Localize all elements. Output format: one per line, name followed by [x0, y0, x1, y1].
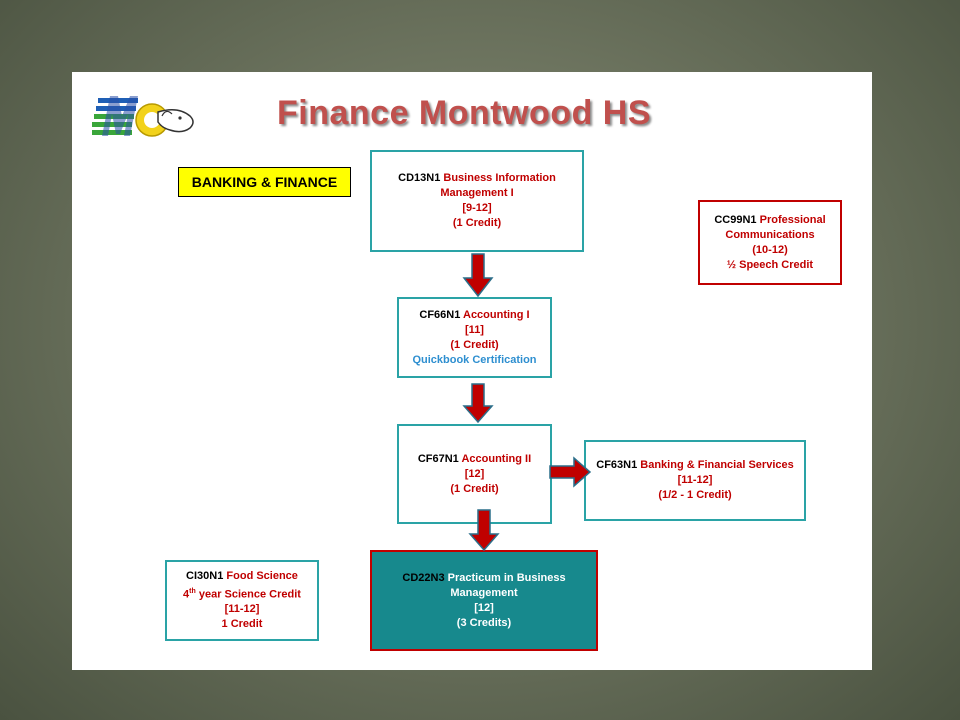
arrow-down-2 [462, 383, 494, 424]
course-grade: [12] [474, 601, 494, 614]
course-name: Accounting II [461, 452, 532, 465]
course-science-credit: 4th year Science Credit [183, 587, 301, 601]
course-code: CD13N1 [398, 172, 441, 184]
cluster-label: BANKING & FINANCE [178, 167, 351, 197]
course-box-bim1: CD13N1 Business Information Management I… [370, 150, 584, 252]
course-grade: (10-12) [752, 243, 788, 256]
course-name-cont: Management [450, 586, 518, 599]
arrow-down-1 [462, 253, 494, 298]
course-credit: (1/2 - 1 Credit) [658, 489, 732, 501]
course-grade: [11-12] [677, 474, 713, 486]
course-name: Business Information [443, 172, 556, 184]
course-code: CI30N1 [186, 569, 224, 582]
flow-arrows [462, 253, 592, 552]
course-box-bfs: CF63N1 Banking & Financial Services [11-… [584, 440, 806, 521]
course-credit: (3 Credits) [456, 616, 512, 629]
course-credit: (1 Credit) [450, 338, 499, 351]
course-name: Professional [759, 213, 826, 226]
course-name-cont: Communications [725, 228, 815, 241]
course-code: CF63N1 [596, 459, 638, 471]
course-code: CC99N1 [714, 213, 757, 226]
school-logo [92, 96, 194, 137]
logo-letter-m [102, 96, 138, 136]
course-code: CF66N1 [419, 308, 461, 321]
course-credit: 1 Credit [221, 618, 263, 631]
course-name: Practicum in Business [447, 571, 566, 584]
course-code: CD22N3 [402, 571, 445, 584]
course-box-acc2: CF67N1 Accounting II [12] (1 Credit) [397, 424, 552, 524]
course-credit: (1 Credit) [452, 217, 502, 229]
arrow-right [549, 456, 592, 488]
page-title: Finance Montwood HS [277, 94, 652, 132]
arrow-down-3 [468, 509, 500, 552]
course-grade: [11] [465, 323, 484, 336]
course-name: Accounting I [463, 308, 530, 321]
course-credit: (1 Credit) [450, 482, 499, 495]
course-name-cont: Management I [440, 187, 514, 199]
course-grade: [11-12] [224, 603, 260, 616]
course-name: Food Science [226, 569, 298, 582]
slide: Finance Montwood HS BANKING & FINANCE CD… [72, 72, 872, 670]
course-box-comm: CC99N1 Professional Communications (10-1… [698, 200, 842, 285]
course-name: Banking & Financial Services [640, 459, 794, 471]
course-box-acc1: CF66N1 Accounting I [11] (1 Credit) Quic… [397, 297, 552, 378]
course-code: CF67N1 [417, 452, 459, 465]
ram-head-icon [157, 109, 194, 133]
course-certification: Quickbook Certification [412, 353, 537, 366]
course-credit: ½ Speech Credit [726, 258, 814, 271]
course-grade: [12] [464, 467, 485, 480]
course-grade: [9-12] [462, 202, 492, 214]
course-box-food: CI30N1 Food Science 4th year Science Cre… [165, 560, 319, 641]
